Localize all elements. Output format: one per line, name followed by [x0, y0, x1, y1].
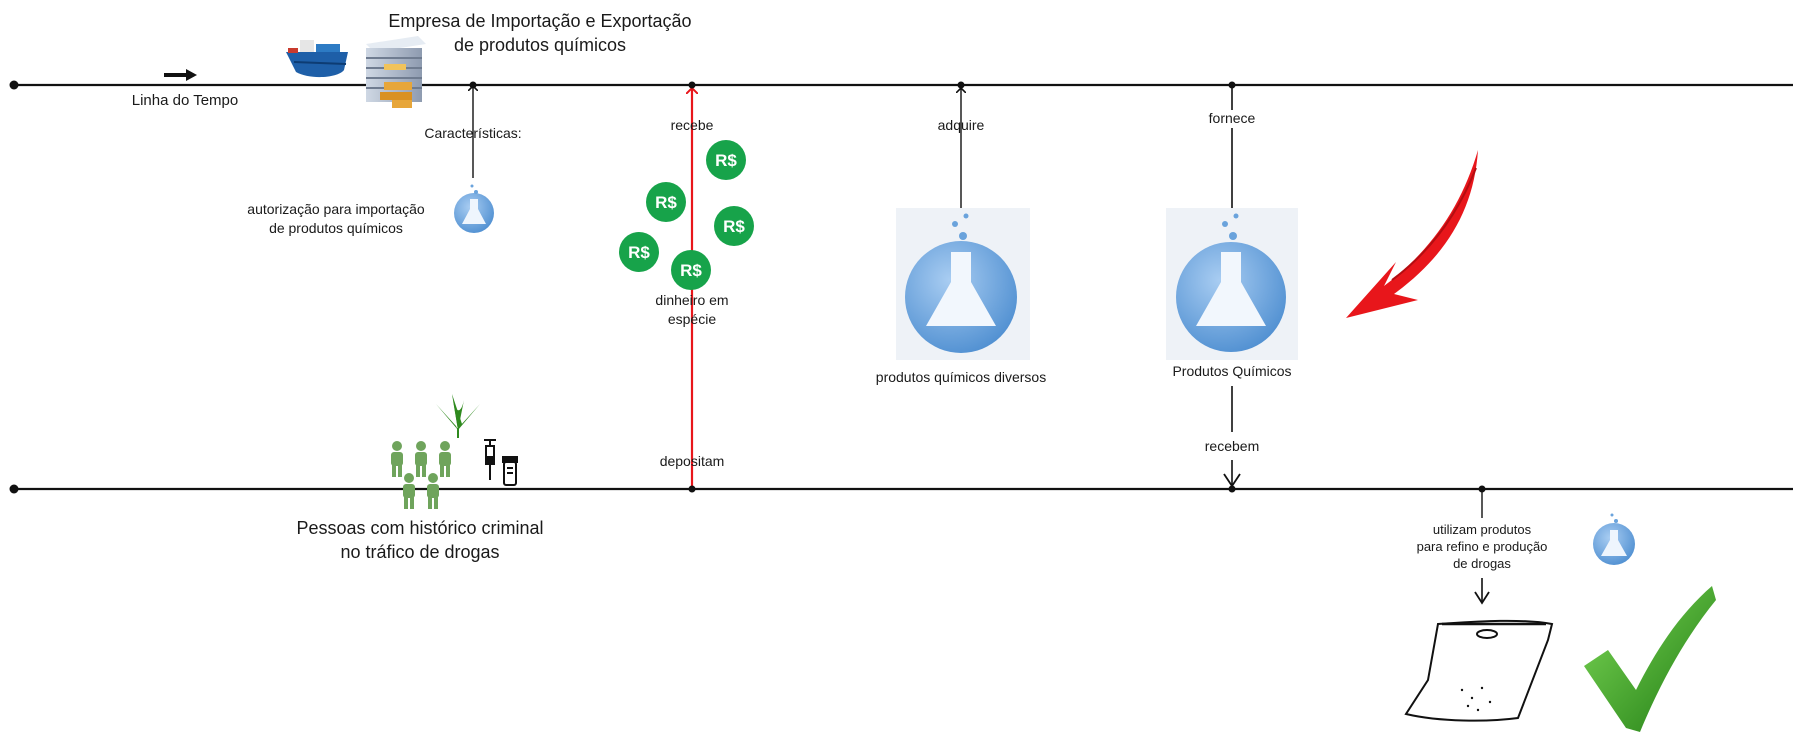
company-timeline [9, 80, 1793, 90]
supplies-link [1228, 81, 1236, 208]
use-products-label: utilizam produtos para refino e produção… [1397, 521, 1567, 572]
money-badge-text: R$ [680, 261, 702, 280]
money-label: dinheiro em espécie [637, 291, 747, 329]
money-badge-text: R$ [628, 243, 650, 262]
money-badge-icon: R$ [706, 140, 746, 180]
money-label-line1: dinheiro em [655, 292, 729, 308]
money-badge-icon: R$ [646, 182, 686, 222]
company-title: Empresa de Importação e Exportação de pr… [355, 9, 725, 57]
flask-usage-icon [1593, 513, 1635, 565]
company-title-line2: de produtos químicos [453, 35, 627, 55]
characteristics-link [470, 81, 477, 178]
cargo-ship-icon [286, 40, 348, 78]
main-chemicals-label: Produtos Químicos [1172, 363, 1292, 379]
money-badge-icon: R$ [714, 206, 754, 246]
money-badge-icon: R$ [671, 250, 711, 290]
money-badge-icon: R$ [619, 232, 659, 272]
acquires-link [958, 81, 965, 208]
various-chemicals-label: produtos químicos diversos [875, 369, 1047, 385]
use-products-line1: utilizam produtos [1432, 522, 1532, 537]
flask-main-icon [1166, 208, 1298, 360]
characteristics-label: Características: [424, 125, 522, 141]
company-title-line1: Empresa de Importação e Exportação [388, 11, 692, 31]
right-arrow-icon [164, 69, 197, 81]
receives-label: recebe [670, 117, 714, 133]
syringe-icon [484, 439, 496, 480]
use-products-line3: de drogas [1453, 556, 1511, 571]
authorization-line2: de produtos químicos [269, 220, 403, 236]
use-products-link [1474, 485, 1490, 605]
money-badges: R$ R$ R$ R$ R$ [619, 140, 754, 290]
red-pointer-arrow-icon [1346, 150, 1478, 318]
warehouse-icon [366, 36, 426, 108]
timeline-label: Linha do Tempo [131, 92, 239, 109]
flask-small-icon [454, 184, 494, 233]
authorization-line1: autorização para importação [247, 201, 425, 217]
check-mark-icon [1584, 586, 1716, 732]
people-label-line2: no tráfico de drogas [340, 542, 500, 562]
vial-icon [502, 456, 518, 486]
acquires-label: adquire [937, 117, 985, 133]
people-label-line1: Pessoas com histórico criminal [296, 518, 544, 538]
drug-bag-icon [1404, 619, 1554, 722]
receive-label: recebem [1204, 438, 1260, 454]
money-badge-text: R$ [723, 217, 745, 236]
people-group-icon [391, 441, 451, 509]
money-label-line2: espécie [667, 311, 717, 327]
people-label: Pessoas com histórico criminal no tráfic… [270, 516, 570, 564]
deposit-label: depositam [659, 453, 725, 469]
receive-link [1223, 386, 1241, 493]
people-timeline [9, 484, 1793, 494]
cannabis-leaf-icon [428, 394, 488, 438]
use-products-line2: para refino e produção [1416, 539, 1548, 554]
money-badge-text: R$ [715, 151, 737, 170]
flask-various-icon [896, 208, 1030, 360]
supplies-label: fornece [1208, 110, 1256, 126]
authorization-label: autorização para importação de produtos … [226, 200, 446, 238]
money-badge-text: R$ [655, 193, 677, 212]
